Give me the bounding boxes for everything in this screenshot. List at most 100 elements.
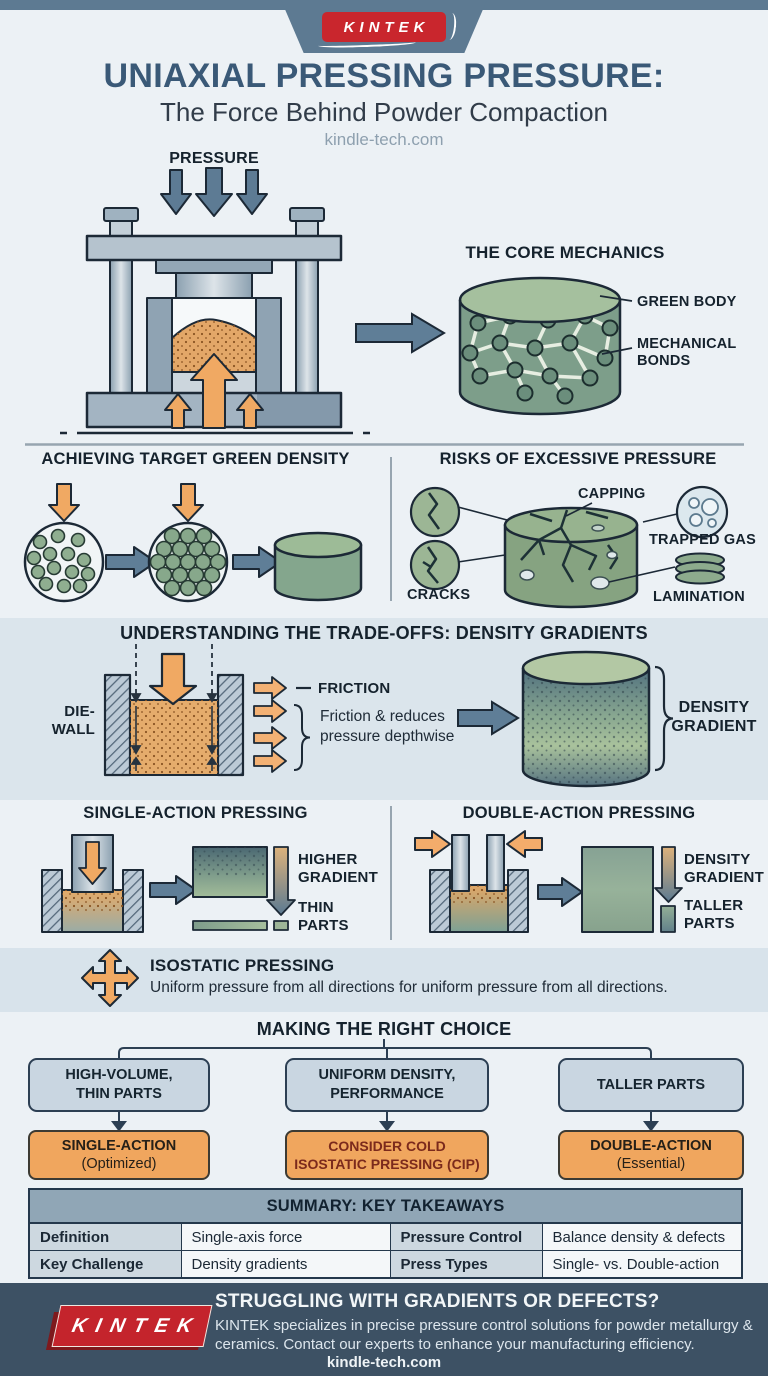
choice-result-box: CONSIDER COLD ISOSTATIC PRESSING (CIP) (285, 1130, 489, 1180)
brand-text: KINTEK (343, 18, 430, 36)
friction-note: Friction & reduces (320, 708, 445, 725)
choice-need-box: UNIFORM DENSITY, PERFORMANCE (285, 1058, 489, 1112)
mechanical-bonds-label: BONDS (637, 353, 691, 369)
need-text: THIN PARTS (76, 1086, 162, 1102)
four-way-arrows-icon (81, 949, 139, 1007)
footer-website: kindle-tech.com (326, 1354, 442, 1371)
need-text: PERFORMANCE (330, 1086, 444, 1102)
cracks-callout (409, 539, 461, 591)
die-wall-right (216, 673, 245, 777)
pressure-arrow-icon (195, 167, 233, 217)
double-action-title: DOUBLE-ACTION PRESSING (462, 804, 696, 822)
brand-text: KINTEK (70, 1314, 204, 1337)
pressing-comparison (41, 806, 683, 940)
press-machine (60, 167, 370, 435)
summary-title: SUMMARY: KEY TAKEAWAYS (28, 1188, 743, 1224)
die-wall-left (103, 673, 132, 777)
summary-value: Balance density & defects (541, 1222, 743, 1251)
brace (293, 704, 311, 771)
isostatic-icon-svg (81, 949, 139, 1007)
gradient-arrow-icon (654, 846, 683, 903)
trapped-gas-label: TRAPPED GAS (649, 532, 756, 548)
choice-title: MAKING THE RIGHT CHOICE (256, 1019, 512, 1039)
thin-parts-label: PARTS (298, 917, 349, 934)
punch (486, 834, 505, 892)
result-text: CONSIDER COLD (328, 1138, 446, 1154)
density-gradient-label: DENSITY (684, 851, 751, 868)
result-text: ISOSTATIC PRESSING (CIP) (294, 1156, 480, 1172)
choice-result-box: DOUBLE-ACTION (Essential) (558, 1130, 744, 1180)
brace (654, 665, 674, 772)
summary-value: Density gradients (180, 1250, 391, 1279)
tall-part (660, 905, 676, 933)
die-wall-label: DIE- (64, 703, 95, 720)
friction-arrows (253, 676, 287, 773)
gradient-arrow-icon (266, 846, 296, 916)
summary-label: Press Types (389, 1250, 543, 1279)
press-arrow-icon (148, 652, 198, 706)
table-row: Key Challenge Density gradients Press Ty… (28, 1250, 743, 1279)
summary-table: SUMMARY: KEY TAKEAWAYS Definition Single… (28, 1188, 743, 1279)
lamination-label: LAMINATION (653, 589, 745, 605)
lamination-discs (675, 552, 725, 585)
summary-label: Definition (28, 1222, 182, 1251)
density-sequence (23, 483, 363, 603)
cracks-label: CRACKS (407, 587, 471, 603)
green-body-label: GREEN BODY (637, 294, 737, 310)
void-spots (519, 524, 618, 590)
die-wall-label: WALL (51, 721, 95, 738)
pressure-arrow-icon (236, 169, 268, 215)
density-gradient-label: DENSITY (678, 699, 750, 716)
risks-title: RISKS OF EXCESSIVE PRESSURE (439, 450, 717, 468)
need-text: HIGH-VOLUME, (65, 1067, 173, 1083)
eject-arrow-icon (236, 393, 264, 429)
thin-part (273, 920, 289, 931)
choice-result-box: SINGLE-ACTION (Optimized) (28, 1130, 210, 1180)
summary-value: Single-axis force (180, 1222, 391, 1251)
eject-arrow-icon (190, 353, 238, 429)
flow-arrow-icon (149, 875, 197, 905)
pressure-arrow-icon (160, 169, 192, 215)
leader-line (457, 502, 678, 583)
capping-label: CAPPING (578, 486, 646, 502)
flow-arrow-icon (355, 312, 446, 354)
green-body-cylinder (458, 276, 633, 416)
thin-part (192, 920, 268, 931)
risks-diagram (409, 485, 729, 609)
single-action-diagram (41, 834, 296, 933)
eject-arrow-icon (164, 393, 192, 429)
press-arrow-icon (48, 483, 80, 522)
green-density-title: ACHIEVING TARGET GREEN DENSITY (41, 450, 350, 468)
core-mechanics-title: THE CORE MECHANICS (465, 243, 665, 262)
press-arrow-icon (78, 841, 107, 885)
uniform-part (581, 846, 654, 933)
row2-diagram (23, 443, 744, 609)
higher-gradient-label: GRADIENT (298, 869, 378, 886)
friction-label: FRICTION (318, 680, 391, 697)
cracks-callout (409, 486, 461, 538)
press-arrow-icon (506, 830, 543, 858)
isostatic-description: Uniform pressure from all directions for… (150, 979, 668, 996)
choice-need-box: HIGH-VOLUME, THIN PARTS (28, 1058, 210, 1112)
thin-parts-label: THIN (298, 899, 334, 916)
need-text: TALLER PARTS (596, 1076, 706, 1093)
single-action-title: SINGLE-ACTION PRESSING (83, 804, 308, 822)
hero-diagram (60, 167, 633, 435)
flow-arrow-icon (105, 546, 157, 578)
flow-arrow-icon (537, 877, 583, 907)
friction-note: pressure depthwise (320, 728, 455, 745)
taller-parts-label: PARTS (684, 915, 735, 932)
flow-arrow-icon (457, 700, 520, 736)
page-subtitle: The Force Behind Powder Compaction (159, 97, 608, 127)
density-gradient-label: GRADIENT (684, 869, 764, 886)
density-gradient-label: GRADIENT (671, 718, 757, 735)
trapped-gas-callout (675, 485, 729, 539)
tradeoffs-title: UNDERSTANDING THE TRADE-OFFS: DENSITY GR… (120, 623, 648, 643)
table-row: Definition Single-axis force Pressure Co… (28, 1222, 743, 1251)
choice-connectors (111, 1039, 659, 1132)
result-text: SINGLE-ACTION (61, 1138, 177, 1154)
page-title: UNIAXIAL PRESSING PRESSURE: (103, 57, 665, 95)
punch (451, 834, 470, 892)
need-text: UNIFORM DENSITY, (318, 1067, 456, 1083)
